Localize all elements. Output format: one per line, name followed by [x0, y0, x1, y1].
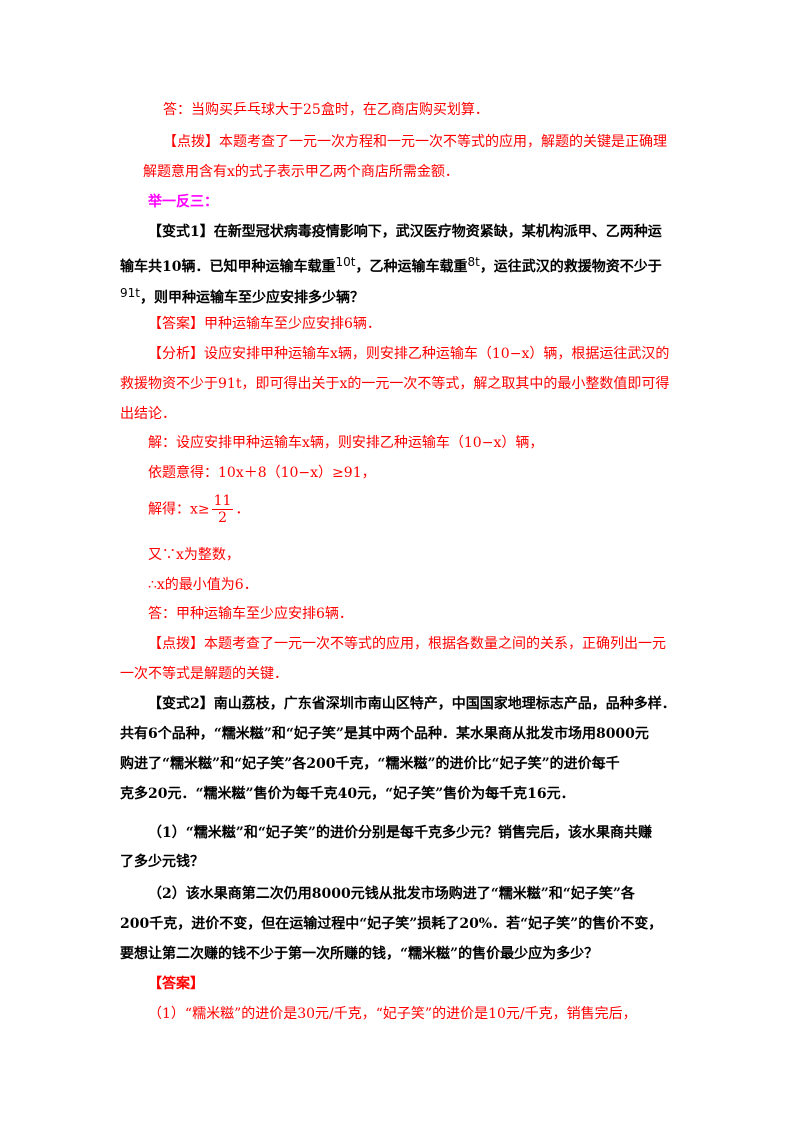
load-91t: 91t	[120, 286, 140, 300]
variant2-line-4: 克多20元．“糯米糍”售价为每千克40元，“妃子笑”售价为每千克16元．	[120, 786, 575, 802]
question2-line-1: （2）该水果商第二次仍用8000元钱从批发市场购进了“糯米糍”和“妃子笑”各	[148, 886, 635, 902]
question2-line-2: 200千克，进价不变，但在运输过程中“妃子笑”损耗了20%．若“妃子笑”的售价不…	[120, 916, 663, 932]
variant1-text-c: ，运往武汉的救援物资不少于	[479, 259, 662, 275]
solve-period: ．	[235, 501, 250, 518]
section-heading: 举一反三：	[148, 194, 218, 210]
variant1-text-d: ，则甲种运输车至少应安排多少辆？	[139, 290, 364, 306]
tip2-line-1: 【点拨】本题考查了一元一次不等式的应用，根据各数量之间的关系，正确列出一元	[148, 636, 666, 652]
solution-line-4: 又∵x为整数，	[148, 547, 240, 563]
load-10t: 10t	[335, 255, 356, 269]
variant1-line-2: 输车共10辆．已知甲种运输车载重10t，乙种运输车载重8t，运往武汉的救援物资不…	[120, 252, 662, 277]
question1-line-2: 了多少元钱？	[120, 854, 204, 870]
solution-line-1: 解：设应安排甲种运输车x辆，则安排乙种运输车（10−x）辆，	[148, 435, 544, 451]
analysis-line-1: 【分析】设应安排甲种运输车x辆，则安排乙种运输车（10−x）辆，根据运往武汉的	[148, 346, 670, 362]
analysis-line-2: 救援物资不少于91t，即可得出关于x的一元一次不等式，解之取其中的最小整数值即可…	[120, 376, 670, 392]
analysis-line-3: 出结论．	[120, 406, 176, 422]
answer-2-line-1: （1）“糯米糍”的进价是30元/千克，“妃子笑”的进价是10元/千克，销售完后，	[148, 1006, 637, 1022]
question2-line-3: 要想让第二次赚的钱不少于第一次所赚的钱，“糯米糍”的售价最少应为多少？	[120, 946, 599, 962]
variant1-text-a: 输车共10辆．已知甲种运输车载重	[120, 259, 336, 275]
variant2-line-2: 共有6个品种，“糯米糍”和“妃子笑”是其中两个品种．某水果商从批发市场用8000…	[120, 726, 649, 742]
question1-line-1: （1）“糯米糍”和“妃子笑”的进价分别是每千克多少元？销售完后，该水果商共赚	[148, 825, 652, 841]
solve-text: 解得：x≥	[148, 501, 210, 518]
variant1-line-1: 【变式1】在新型冠状病毒疫情影响下，武汉医疗物资紧缺，某机构派甲、乙两种运	[148, 224, 662, 240]
variant1-line-3: 91t，则甲种运输车至少应安排多少辆？	[120, 283, 364, 308]
solution-line-2: 依题意得：10x＋8（10−x）≥91，	[148, 465, 376, 481]
solution-line-6: 答：甲种运输车至少应安排6辆．	[148, 606, 353, 622]
answer-line-prev: 答：当购买乒乓球大于25盒时，在乙商店购买划算．	[163, 102, 489, 118]
answer-1: 【答案】甲种运输车至少应安排6辆．	[148, 316, 381, 332]
tip-line-1: 【点拨】本题考查了一元一次方程和一元一次不等式的应用，解题的关键是正确理	[163, 134, 667, 150]
tip-line-2: 解题意用含有x的式子表示甲乙两个商店所需金额．	[143, 164, 459, 180]
variant1-text-b: ，乙种运输车载重	[355, 259, 468, 275]
tip2-line-2: 一次不等式是解题的关键．	[120, 666, 288, 682]
variant2-line-1: 【变式2】南山荔枝，广东省深圳市南山区特产，中国国家地理标志产品，品种多样．	[148, 696, 676, 712]
fraction-numerator: 11	[211, 493, 234, 510]
variant2-line-3: 购进了“糯米糍”和“妃子笑”各200千克，“糯米糍”的进价比“妃子笑”的进价每千	[120, 756, 620, 772]
solution-line-5: ∴x的最小值为6．	[148, 577, 258, 593]
answer-heading-2: 【答案】	[148, 976, 204, 992]
load-8t: 8t	[467, 255, 480, 269]
fraction-denominator: 2	[218, 510, 228, 526]
